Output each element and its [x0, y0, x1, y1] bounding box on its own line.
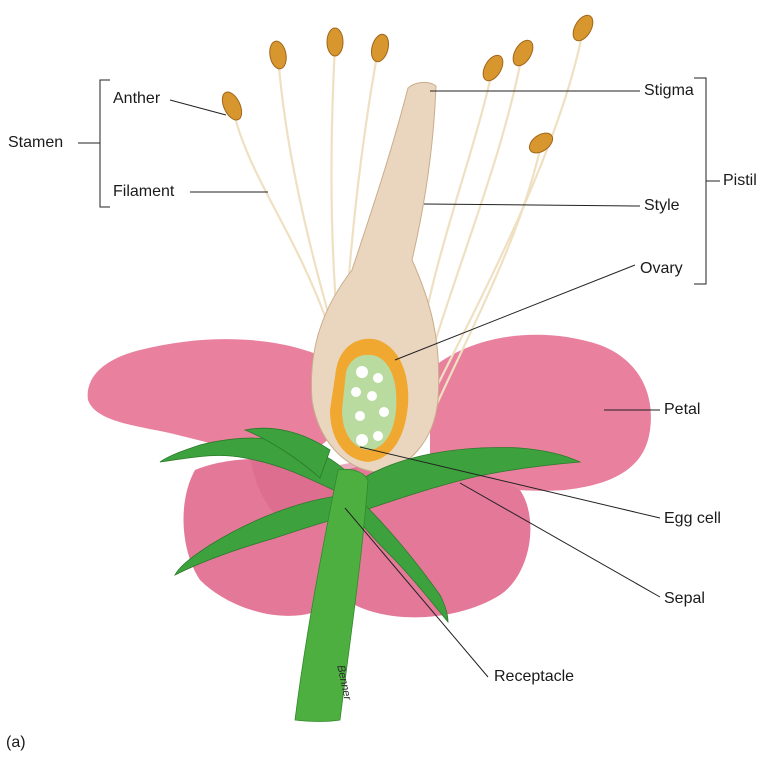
label-pistil: Pistil	[723, 172, 757, 190]
anther-3	[327, 28, 343, 56]
anther-4	[369, 32, 392, 63]
label-anther: Anther	[113, 90, 160, 108]
label-style: Style	[644, 197, 680, 215]
label-sepal: Sepal	[664, 590, 705, 608]
ovary-cavity	[342, 355, 396, 450]
label-receptacle: Receptacle	[494, 668, 574, 686]
panel-label: (a)	[6, 734, 26, 752]
label-stamen: Stamen	[8, 134, 63, 152]
label-stigma: Stigma	[644, 82, 694, 100]
anther-8	[526, 129, 556, 157]
label-egg-cell: Egg cell	[664, 510, 721, 528]
label-petal: Petal	[664, 401, 700, 419]
anther-1	[218, 89, 245, 123]
anther-5	[479, 52, 507, 84]
anther-7	[569, 12, 597, 44]
label-filament: Filament	[113, 183, 174, 201]
anther-2	[268, 40, 289, 70]
anther-6	[509, 37, 537, 69]
label-ovary: Ovary	[640, 260, 683, 278]
